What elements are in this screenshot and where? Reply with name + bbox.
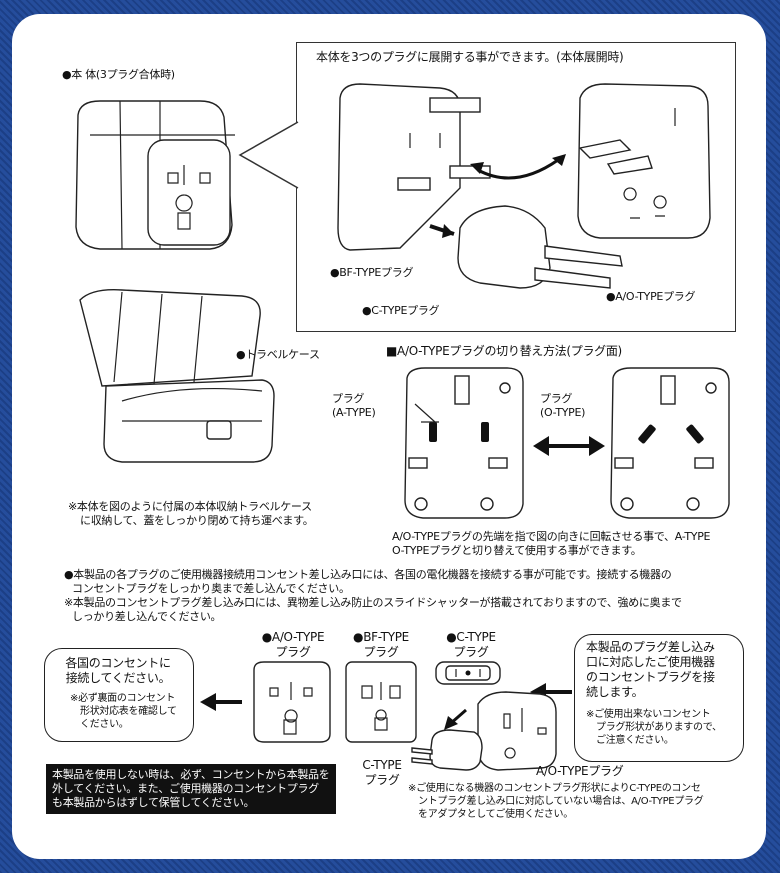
bf-type-label: ●BF-TYPEプラグ (330, 266, 414, 279)
o-type-label-line-2: (O-TYPE) (540, 406, 586, 419)
c-head-1: ●C-TYPE (446, 630, 496, 644)
outlet-callout-sub: ※必ず裏面のコンセント 形状対応表を確認して ください。 (70, 692, 190, 731)
adapter-illustration (411, 691, 557, 771)
note-line-3: ※本製品のコンセントプラグ差し込み口には、異物差し込み防止のスライドシャッターが… (64, 596, 682, 609)
o-type-label-line-1: プラグ (540, 392, 573, 405)
footnote-line-1: ※ご使用になる機器のコンセントプラグ形状によりC-TYPEのコンセ (408, 783, 701, 794)
travel-case-note: ※本体を図のように付属の本体収納トラベルケース に収納して、蓋をしっかり閉めて持… (68, 500, 368, 528)
warning-line-3: も本製品からはずして保管してください。 (52, 796, 255, 809)
c-type-label: ●C-TYPEプラグ (362, 304, 440, 317)
device-callout-main-3: のコンセントプラグを接 (586, 670, 715, 684)
o-type-label: プラグ (O-TYPE) (540, 392, 585, 420)
bf-head: ●BF-TYPE プラグ (336, 630, 426, 660)
device-plug-callout-main: 本製品のプラグ差し込み 口に対応したご使用機器 のコンセントプラグを接 続します… (586, 640, 736, 700)
warning-line-1: 本製品を使用しない時は、必ず、コンセントから本製品を (52, 768, 330, 781)
bf-head-1: ●BF-TYPE (353, 630, 409, 644)
switch-title: ■A/O-TYPEプラグの切り替え方法(プラグ面) (386, 344, 622, 358)
ao-head-1: ●A/O-TYPE (261, 630, 325, 644)
ctype-plug-label: C-TYPE プラグ (352, 758, 412, 788)
footnote-line-3: をアダプタとしてご使用ください。 (418, 809, 573, 820)
aotype-plug-label: A/O-TYPEプラグ (536, 764, 624, 778)
ao-type-label: ●A/O-TYPEプラグ (606, 290, 696, 303)
ao-head-2: プラグ (275, 645, 311, 659)
outlet-callout-sub-2: 形状対応表を確認して (80, 706, 177, 717)
c-head: ●C-TYPE プラグ (426, 630, 516, 660)
ao-head: ●A/O-TYPE プラグ (248, 630, 338, 660)
a-type-label: プラグ (A-TYPE) (332, 392, 376, 420)
device-callout-sub-1: ※ご使用出来ないコンセント (586, 709, 711, 720)
device-callout-main-2: 口に対応したご使用機器 (586, 655, 715, 669)
device-plug-callout (574, 634, 744, 762)
expanded-plugs-illustration (337, 83, 711, 289)
ctype-plug-label-1: C-TYPE (362, 758, 402, 772)
travel-case-label: ●トラベルケース (236, 348, 320, 361)
outlet-callout (44, 648, 194, 742)
a-type-label-line-2: (A-TYPE) (332, 406, 376, 419)
outlet-callout-sub-1: ※必ず裏面のコンセント (70, 693, 176, 704)
warning-line-2: 外してください。また、ご使用機器のコンセントプラグ (52, 782, 319, 795)
switch-description: A/O-TYPEプラグの先端を指で図の向きに回転させる事で、A-TYPE O-T… (392, 530, 742, 558)
switch-desc-line-2: O-TYPEプラグと切り替えて使用する事ができます。 (392, 544, 642, 557)
note-line-1: ●本製品の各プラグのご使用機器接続用コンセント差し込み口には、各国の電化機器を接… (64, 568, 672, 581)
footnote: ※ご使用になる機器のコンセントプラグ形状によりC-TYPEのコンセ ントプラグ差… (408, 782, 750, 821)
outlet-callout-main-1: 各国のコンセントに (65, 656, 171, 670)
callout-pointer (238, 121, 300, 189)
warning-box: 本製品を使用しない時は、必ず、コンセントから本製品を 外してください。また、ご使… (46, 764, 336, 814)
device-plug-callout-sub: ※ご使用出来ないコンセント プラグ形状がありますので、 ご注意ください。 (586, 708, 736, 747)
outlet-callout-sub-3: ください。 (80, 719, 129, 730)
bf-head-2: プラグ (363, 645, 399, 659)
outlet-callout-main: 各国のコンセントに 接続してください。 (48, 656, 188, 686)
c-head-2: プラグ (453, 645, 489, 659)
device-callout-sub-2: プラグ形状がありますので、 (596, 722, 722, 733)
left-arrow-icon (200, 693, 242, 711)
travel-case-illustration (79, 289, 275, 463)
case-note-line-1: ※本体を図のように付属の本体収納トラベルケース (68, 500, 312, 513)
unit-label: ●本 体(3プラグ合体時) (62, 68, 175, 81)
footnote-line-2: ントプラグ差し込み口に対応していない場合は、A/O-TYPEプラグ (418, 796, 704, 807)
note-line-2: コンセントプラグをしっかり奥まで差し込んでください。 (72, 582, 350, 595)
usage-notes: ●本製品の各プラグのご使用機器接続用コンセント差し込み口には、各国の電化機器を接… (64, 568, 744, 624)
outlet-callout-main-2: 接続してください。 (65, 671, 171, 685)
expansion-title: 本体を3つのプラグに展開する事ができます。(本体展開時) (316, 50, 624, 64)
plug-faces-illustration (253, 661, 501, 743)
case-note-line-2: に収納して、蓋をしっかり閉めて持ち運べます。 (80, 514, 314, 527)
combined-unit-illustration (75, 100, 235, 250)
note-line-4: しっかり差し込んでください。 (72, 610, 222, 623)
a-type-label-line-1: プラグ (332, 392, 365, 405)
switch-illustration (404, 367, 730, 519)
device-callout-sub-3: ご注意ください。 (596, 735, 674, 746)
switch-desc-line-1: A/O-TYPEプラグの先端を指で図の向きに回転させる事で、A-TYPE (392, 530, 711, 543)
device-callout-main-1: 本製品のプラグ差し込み (586, 640, 715, 654)
device-callout-main-4: 続します。 (586, 685, 644, 699)
ctype-plug-label-2: プラグ (364, 773, 400, 787)
